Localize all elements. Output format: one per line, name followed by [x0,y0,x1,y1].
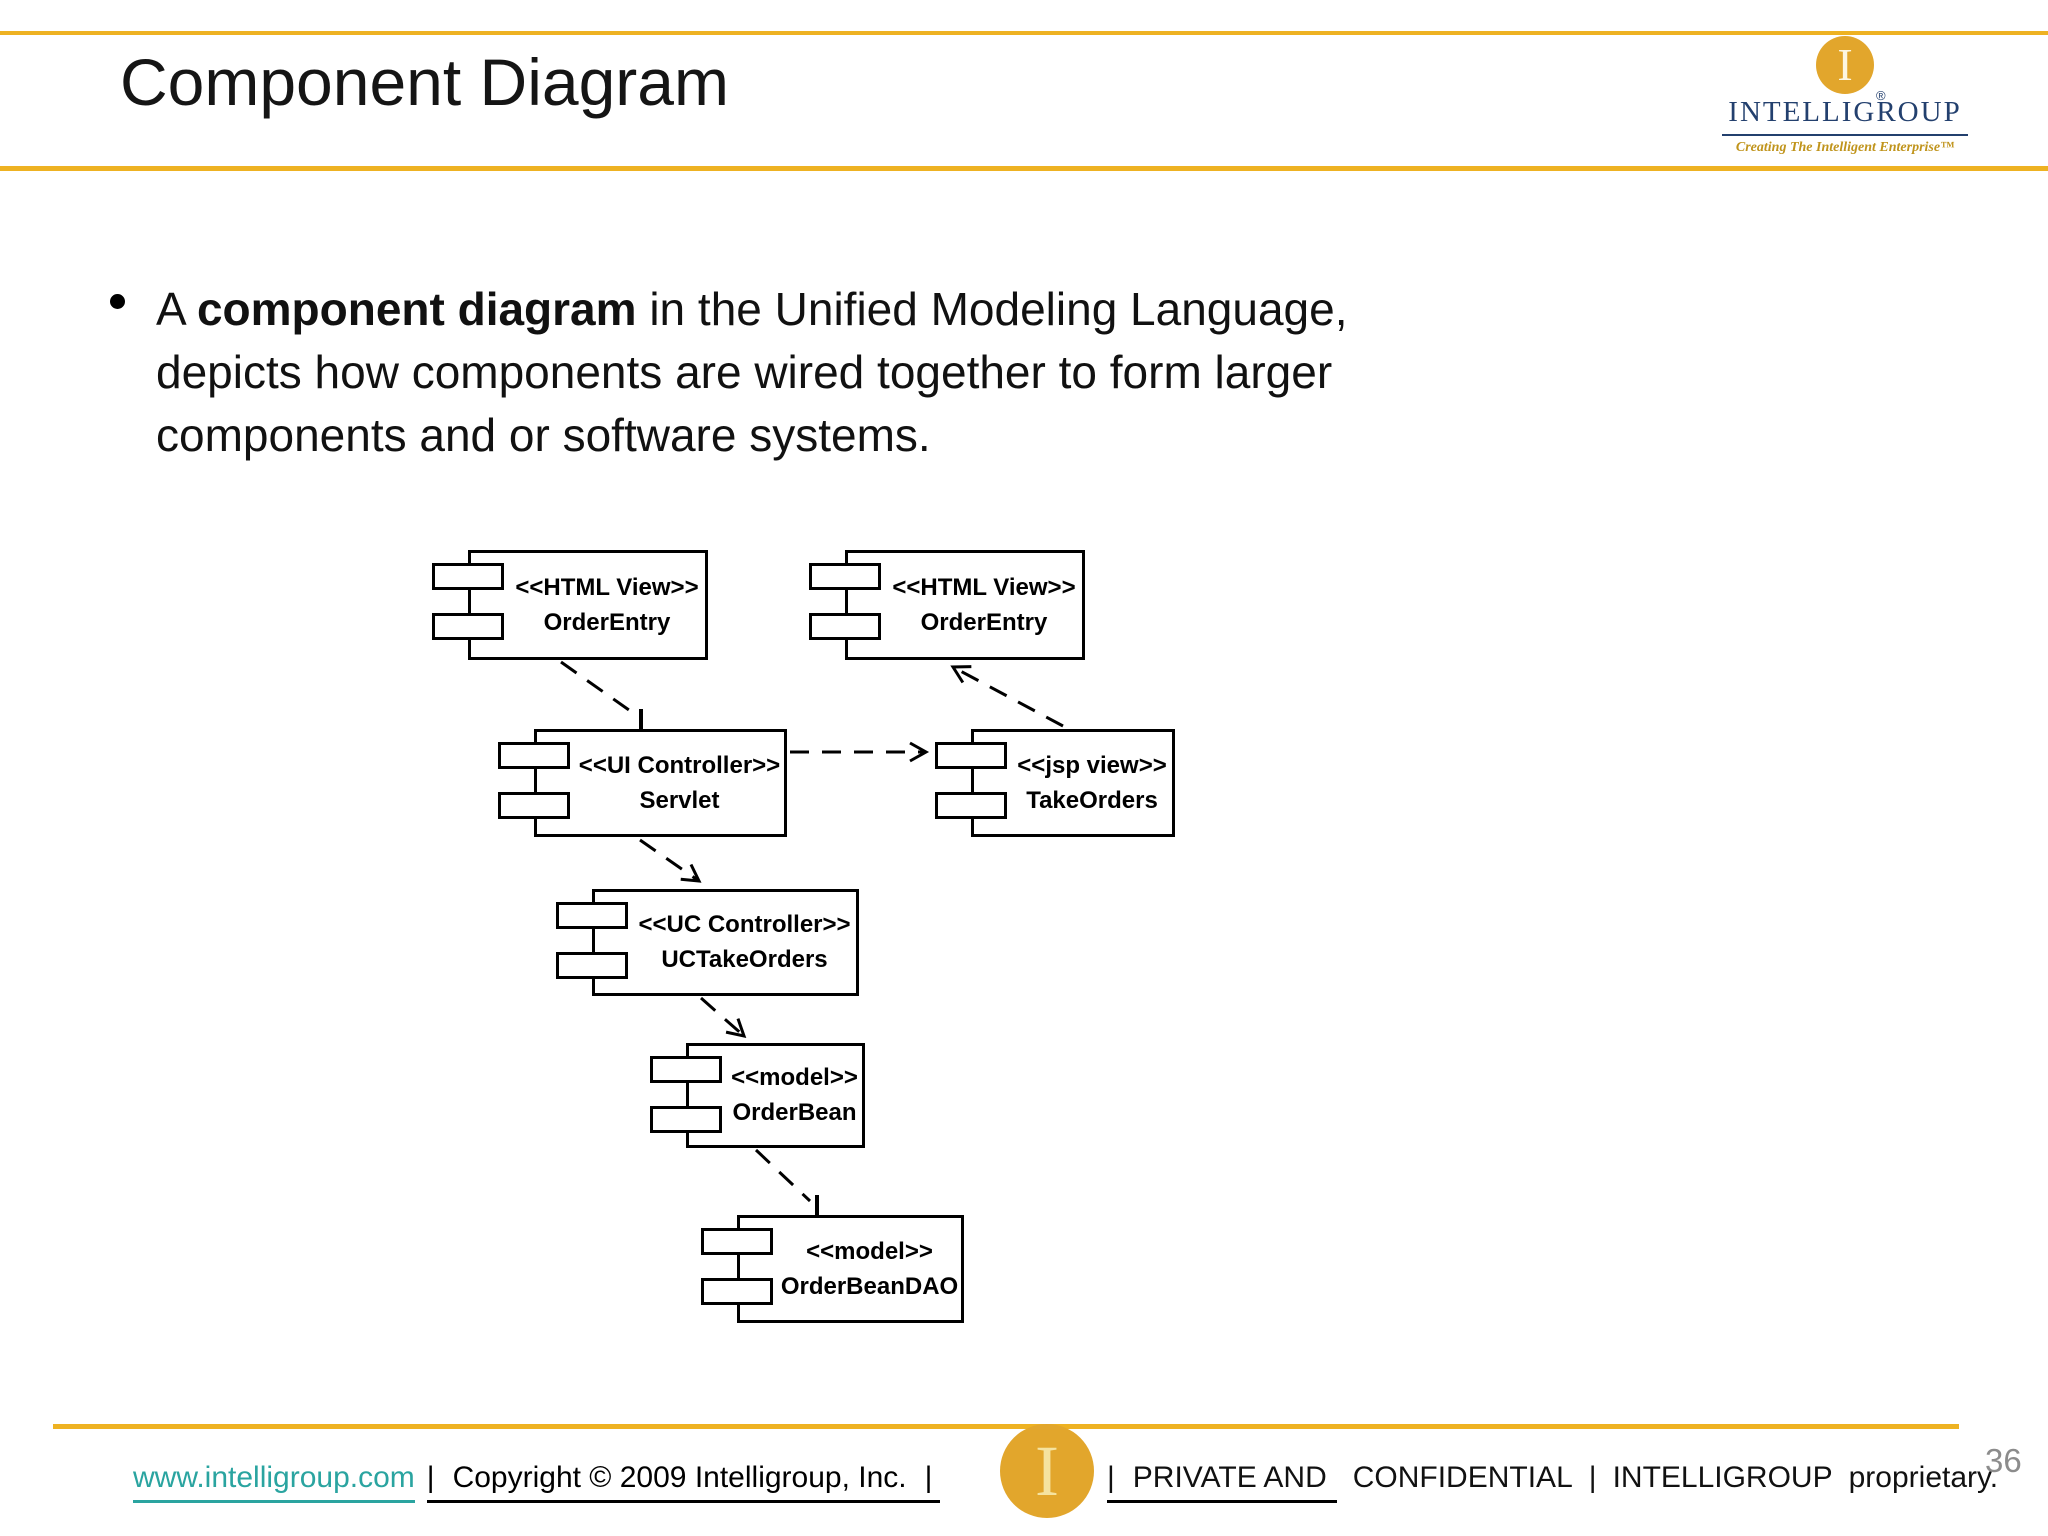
component-orderEntryTop: <<HTML View>> OrderEntry [432,550,708,660]
component-tab-icon [701,1228,773,1255]
bullet-text-rest: in the Unified Modeling Language, depict… [156,283,1348,461]
component-name: OrderEntry [920,608,1048,636]
footer-private-underlined: | PRIVATE AND [1107,1460,1337,1503]
intelligroup-monogram-icon: I [1816,36,1874,94]
footer-separator: | [426,1461,435,1494]
bullet-icon [110,294,125,309]
component-tab-icon [935,742,1007,769]
bullet-text-start: A [156,283,197,335]
footer-confidential: CONFIDENTIAL [1352,1461,1573,1494]
component-stereotype: <<UC Controller>> [638,911,851,938]
footer-separator: | [1588,1461,1597,1494]
component-orderBean: <<model>> OrderBean [650,1043,865,1148]
component-label: <<model>> OrderBeanDAO [780,1218,959,1320]
component-tab-icon [432,613,504,640]
intelligroup-logo: I ® INTELLIGROUP Creating The Intelligen… [1700,36,1990,156]
footer-separator: | [924,1461,933,1494]
component-tab-icon [432,563,504,590]
component-tab-icon [701,1278,773,1305]
footer-right-segment: | PRIVATE AND CONFIDENTIAL | INTELLIGROU… [1107,1460,1998,1503]
footer-accent-line [53,1424,1959,1429]
component-label: <<jsp view>> TakeOrders [1014,732,1170,834]
logo-wordmark: INTELLIGROUP [1722,96,1968,136]
footer-monogram-icon: I [1000,1424,1094,1518]
component-tab-icon [650,1056,722,1083]
footer-separator: | [1107,1461,1115,1494]
title-underline-accent-line [0,166,2048,171]
footer-copyright: Copyright © 2009 Intelligroup, Inc. [452,1461,907,1494]
component-label: <<UC Controller>> UCTakeOrders [635,892,854,993]
component-name: OrderBean [732,1099,857,1126]
component-tab-icon [556,952,628,979]
edge-servlet-ucTakeOrders [639,838,702,883]
page-title: Component Diagram [120,45,729,119]
edge-ucTakeOrders-orderBean [700,996,747,1039]
component-tab-icon [809,563,881,590]
logo-tagline: Creating The Intelligent Enterprise™ [1735,140,1955,155]
component-tab-icon [498,742,570,769]
component-stereotype: <<model>> [731,1064,858,1091]
edge-orderEntryTop-servlet [560,660,637,717]
component-tab-icon [498,792,570,819]
bullet-text-bold: component diagram [196,283,637,335]
component-stereotype: <<jsp view>> [1017,751,1167,779]
component-tab-icon [556,902,628,929]
component-stereotype: <<HTML View>> [515,573,699,601]
registered-trademark-symbol: ® [1876,88,1886,103]
footer-monogram-letter: I [1035,1431,1059,1511]
component-tab-icon [650,1106,722,1133]
page-number: 36 [1985,1442,2022,1479]
component-ucTakeOrders: <<UC Controller>> UCTakeOrders [556,889,859,996]
footer-proprietary: proprietary. [1848,1461,1999,1494]
component-name: UCTakeOrders [661,946,828,973]
component-label: <<HTML View>> OrderEntry [511,553,703,657]
component-tab-icon [935,792,1007,819]
component-orderBeanDAO: <<model>> OrderBeanDAO [701,1215,964,1323]
component-name: TakeOrders [1026,786,1158,814]
footer-website-link[interactable]: www.intelligroup.com [133,1460,415,1503]
edge-orderBean-orderBeanDAO [754,1148,812,1203]
footer-private-and: PRIVATE AND [1132,1461,1327,1494]
component-takeOrders: <<jsp view>> TakeOrders [935,729,1175,837]
component-name: OrderEntry [543,608,671,636]
component-label: <<HTML View>> OrderEntry [888,553,1080,657]
component-stereotype: <<HTML View>> [892,573,1076,601]
logo-monogram-letter: I [1837,39,1853,90]
component-orderEntryRight: <<HTML View>> OrderEntry [809,550,1085,660]
component-name: Servlet [639,786,720,814]
component-name: OrderBeanDAO [780,1272,959,1300]
footer-copyright-segment: | Copyright © 2009 Intelligroup, Inc. | [426,1460,941,1503]
component-stereotype: <<model>> [806,1237,933,1265]
top-accent-line [0,31,2048,35]
edge-takeOrders-orderEntryRight [950,665,1064,728]
component-stereotype: <<UI Controller>> [578,751,781,779]
footer-left-segment: www.intelligroup.com | Copyright © 2009 … [133,1460,941,1503]
component-servlet: <<UI Controller>> Servlet [498,729,787,837]
component-label: <<model>> OrderBean [729,1046,860,1145]
bullet-paragraph: A component diagram in the Unified Model… [156,278,1496,467]
component-tab-icon [809,613,881,640]
footer-proprietary-brand: INTELLIGROUP [1612,1461,1833,1494]
component-label: <<UI Controller>> Servlet [577,732,782,834]
